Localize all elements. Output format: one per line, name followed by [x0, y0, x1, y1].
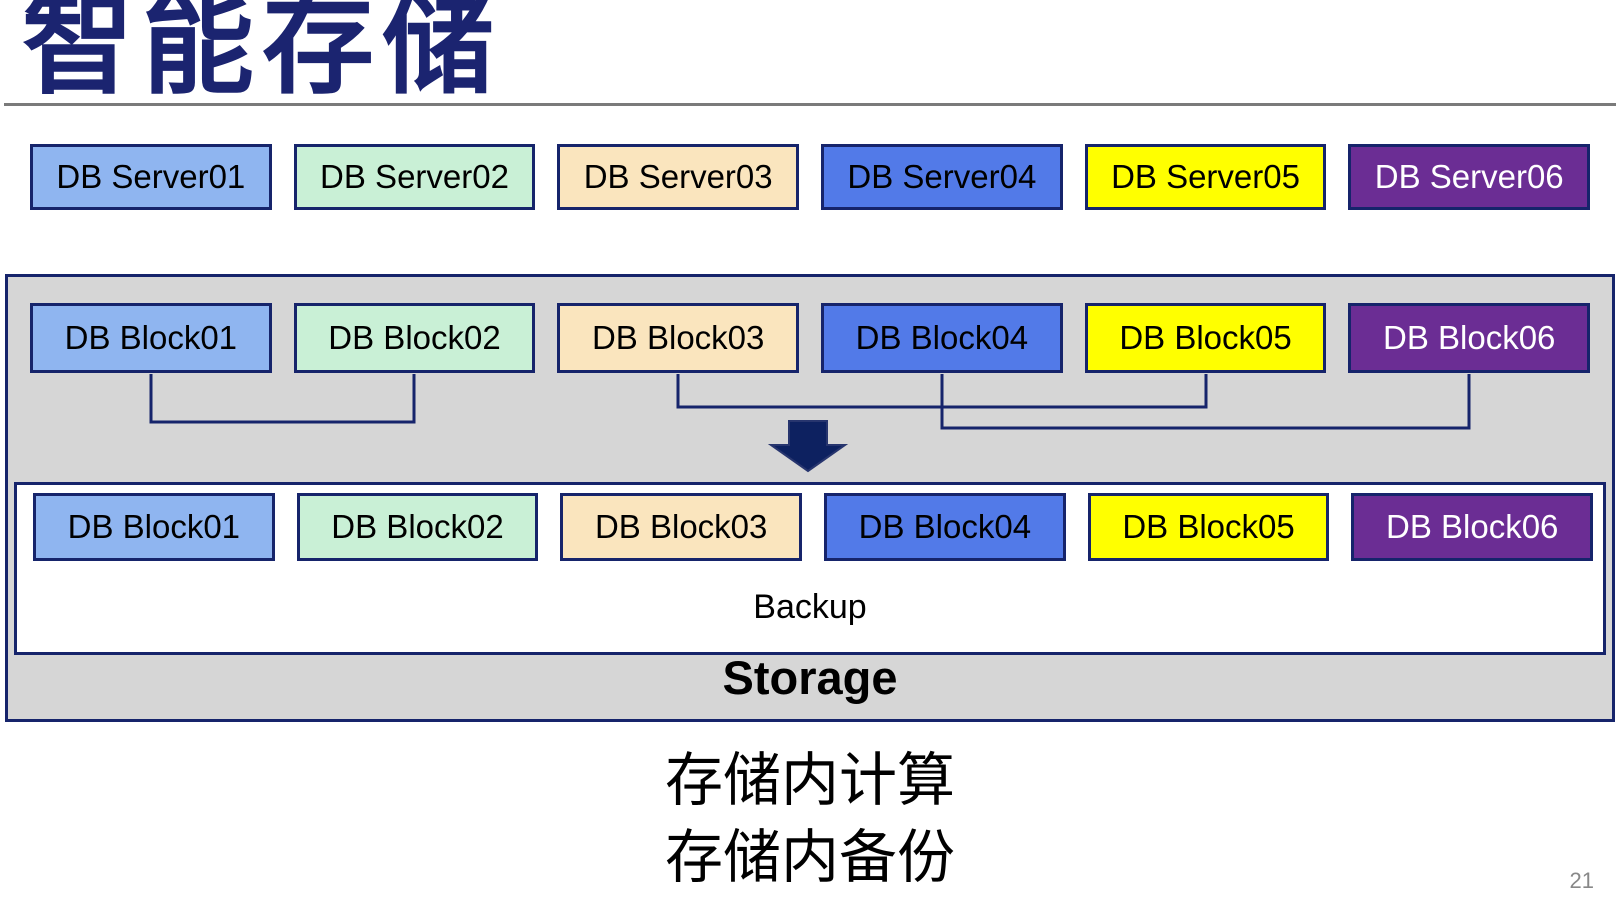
page-number: 21	[1569, 868, 1594, 893]
top-block-box-5: DB Block05	[1084, 303, 1327, 373]
bottom-block-box-5: DB Block05	[1087, 493, 1330, 561]
bottom-block-box-4: DB Block04	[824, 493, 1066, 561]
bottom-block-box-3: DB Block03	[560, 493, 803, 561]
bottom-block-box-1: DB Block01	[33, 493, 275, 561]
title-divider	[4, 103, 1616, 106]
top-block-box-1: DB Block01	[30, 303, 272, 373]
page-title: 智能存储	[22, 0, 502, 107]
top-block-box-6: DB Block06	[1348, 303, 1591, 373]
backup-label: Backup	[753, 588, 867, 626]
storage-label: Storage	[722, 651, 898, 704]
backup-box: DB Block01 DB Block02 DB Block03 DB Bloc…	[14, 482, 1606, 655]
caption-line-1: 存储内计算	[664, 748, 955, 813]
caption: 存储内计算 存储内备份	[0, 742, 1620, 896]
server-box-1: DB Server01	[30, 144, 272, 210]
server-box-2: DB Server02	[293, 144, 536, 210]
server-row: DB Server01 DB Server02 DB Server03 DB S…	[30, 144, 1591, 210]
bottom-block-box-2: DB Block02	[296, 493, 539, 561]
top-block-box-2: DB Block02	[293, 303, 536, 373]
caption-line-2: 存储内备份	[664, 825, 955, 890]
server-box-6: DB Server06	[1348, 144, 1591, 210]
top-block-row: DB Block01 DB Block02 DB Block03 DB Bloc…	[30, 303, 1591, 373]
top-block-box-4: DB Block04	[821, 303, 1063, 373]
server-box-5: DB Server05	[1084, 144, 1327, 210]
bottom-block-row: DB Block01 DB Block02 DB Block03 DB Bloc…	[33, 493, 1594, 561]
bottom-block-box-6: DB Block06	[1351, 493, 1594, 561]
server-box-4: DB Server04	[821, 144, 1063, 210]
top-block-box-3: DB Block03	[557, 303, 800, 373]
server-box-3: DB Server03	[557, 144, 800, 210]
